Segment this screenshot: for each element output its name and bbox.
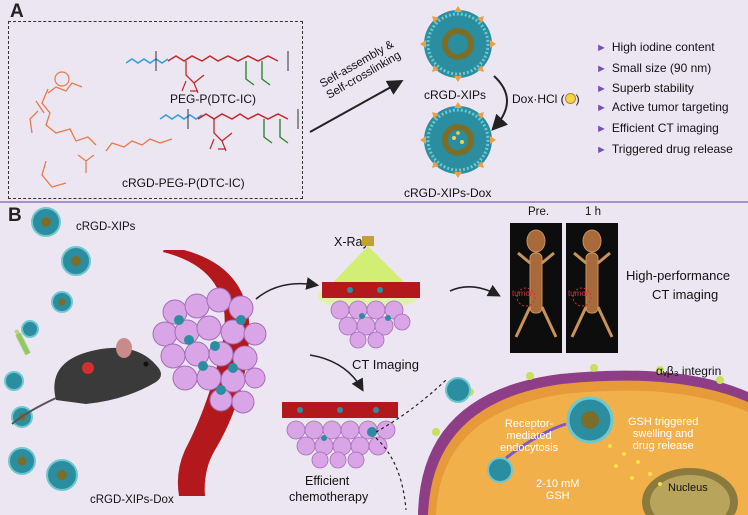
nanoparticle-xips-dox	[420, 102, 496, 178]
tumor-cell-illustration	[418, 364, 748, 515]
polymer-box	[8, 21, 303, 199]
feature-item-4: ► Efficient CT imaging	[596, 121, 719, 135]
gsh-label: GSH triggered swelling and drug release	[628, 416, 698, 452]
ct-imaging-label: CT Imaging	[352, 357, 419, 372]
np-bottom-label: cRGD-XIPs-Dox	[90, 494, 174, 506]
drug-text: Dox·HCl (	[512, 92, 565, 106]
ct-skeletons	[514, 229, 614, 338]
rme-line1: Receptor-	[504, 418, 554, 430]
np2-label: cRGD-XIPs-Dox	[404, 186, 492, 200]
feature-item-5: ► Triggered drug release	[596, 142, 733, 156]
chemotherapy-illustration	[282, 402, 398, 469]
arrow-icon: ►	[596, 63, 607, 75]
hp-ct-label-1: High-performance	[626, 268, 731, 283]
feature-item-0: ► High iodine content	[596, 40, 715, 54]
dox-icon	[564, 93, 576, 104]
hp-ct-label-2: CT imaging	[652, 287, 719, 302]
gsh-line2: swelling and	[632, 428, 694, 440]
integrin-label: αᵥβ₃ integrin	[656, 364, 722, 378]
ct-post-label: 1 h	[585, 206, 601, 218]
panel-a-letter: A	[10, 1, 24, 22]
rme-line2: mediated	[506, 430, 552, 442]
ct-pre-label: Pre.	[528, 206, 550, 218]
peg-pdtc-ic-structure	[125, 51, 289, 94]
feature-item-1: ► Small size (90 nm)	[596, 61, 711, 75]
conc-line2: GSH	[545, 490, 570, 502]
feature-text: Efficient CT imaging	[611, 121, 719, 135]
xray-label: X-Ray	[334, 235, 369, 249]
feature-text: Superb stability	[611, 81, 694, 95]
tumor-label-post: tumor	[568, 289, 589, 298]
efficient-label-1: Efficient	[305, 474, 350, 488]
arrow-icon: ►	[596, 83, 607, 95]
np1-label: cRGD-XIPs	[424, 88, 487, 102]
feature-text: Active tumor targeting	[611, 100, 729, 114]
feature-item-2: ► Superb stability	[596, 81, 694, 95]
tumor-vessel-illustration	[152, 250, 267, 496]
arrow-icon: ►	[596, 123, 607, 135]
gsh-line3: drug release	[632, 440, 694, 452]
feature-text: Triggered drug release	[611, 142, 733, 156]
arrow-icon: ►	[596, 144, 607, 156]
arrow-icon: ►	[596, 42, 607, 54]
np-top-label: cRGD-XIPs	[76, 221, 136, 233]
rme-line3: endocytosis	[500, 442, 559, 454]
drug-label: Dox·HCl ()	[512, 92, 580, 106]
polymer-structures	[29, 51, 299, 188]
drug-close: )	[575, 92, 580, 106]
efficient-label-2: chemotherapy	[289, 490, 369, 504]
nucleus-label: Nucleus	[668, 482, 708, 494]
polymer2-label: cRGD-PEG-P(DTC-IC)	[122, 176, 245, 190]
mouse-illustration	[11, 329, 162, 425]
arrow-icon: ►	[596, 102, 607, 114]
conc-line1: 2-10 mM	[536, 478, 580, 490]
pathway-arrows	[255, 277, 501, 392]
feature-text: Small size (90 nm)	[611, 61, 712, 75]
feature-text: High iodine content	[611, 40, 715, 54]
tumor-label-pre: tumor	[512, 289, 533, 298]
polymer1-label: PEG-P(DTC-IC)	[170, 92, 256, 106]
gsh-line1: GSH triggered	[628, 416, 699, 428]
zoom-connector	[375, 379, 447, 511]
conc-label: 2-10 mM GSH	[536, 478, 579, 502]
circulating-nanoparticles	[4, 207, 91, 491]
panel-b-letter: B	[8, 205, 22, 226]
rme-label: Receptor- mediated endocytosis	[500, 418, 558, 454]
panel-divider	[0, 201, 748, 203]
crgd-peg-pdtc-ic-structure	[29, 71, 299, 188]
nanoparticle-xips	[420, 6, 496, 82]
feature-item-3: ► Active tumor targeting	[596, 100, 729, 114]
dox-loading-arrow	[491, 75, 509, 131]
ct-imaging-illustration	[318, 236, 420, 349]
self-assembly-arrow	[309, 80, 404, 133]
